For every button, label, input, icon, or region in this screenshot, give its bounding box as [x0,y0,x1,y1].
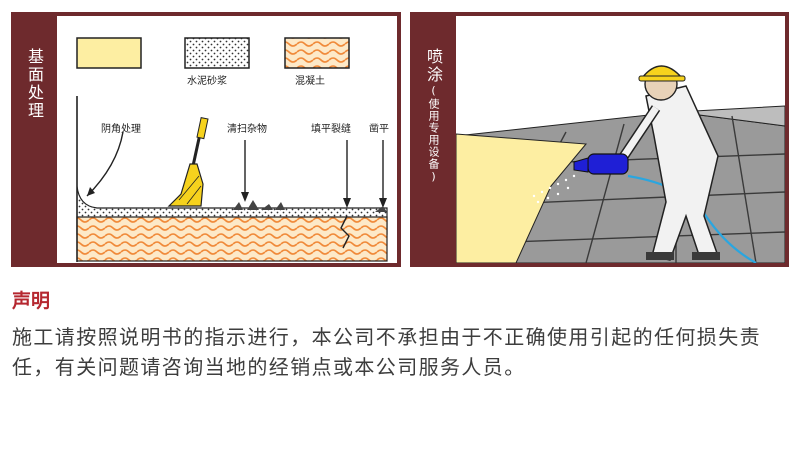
spraying-drawing [456,16,785,263]
corner-treatment-label: 阴角处理 [101,124,141,135]
surface-prep-title: 基面处理 [25,48,44,120]
yellow-pad-swatch [76,37,142,69]
notice-heading: 声明 [12,290,51,312]
concrete-layer [76,216,388,262]
spray-gun-icon [587,153,629,175]
hose [627,174,757,263]
spraying-panel: 喷涂(使用专用设备) [410,12,789,267]
surface-prep-illustration: 水泥砂浆 混凝土 阴角处理 清扫杂物 填平裂缝 凿平 [57,16,397,263]
spraying-illustration [456,16,785,263]
spraying-title: 喷涂(使用专用设备) [424,48,443,184]
sand-mortar-swatch [184,37,250,69]
concrete-swatch [284,37,350,69]
chisel-flat-label: 凿平 [369,124,389,135]
notice-body: 施工请按照说明书的指示进行，本公司不承担由于不正确使用引起的任何损失责任，有关问… [12,325,761,379]
concrete-label: 混凝土 [295,76,325,87]
mortar-layer [76,96,388,235]
worker [645,85,720,261]
fill-cracks-label: 填平裂缝 [311,124,351,135]
surface-prep-drawing [76,37,388,262]
broom-icon [167,163,204,207]
sand-mortar-label: 水泥砂浆 [187,76,227,87]
surface-prep-panel: 基面处理 [11,12,401,267]
sweep-debris-label: 清扫杂物 [227,124,267,135]
